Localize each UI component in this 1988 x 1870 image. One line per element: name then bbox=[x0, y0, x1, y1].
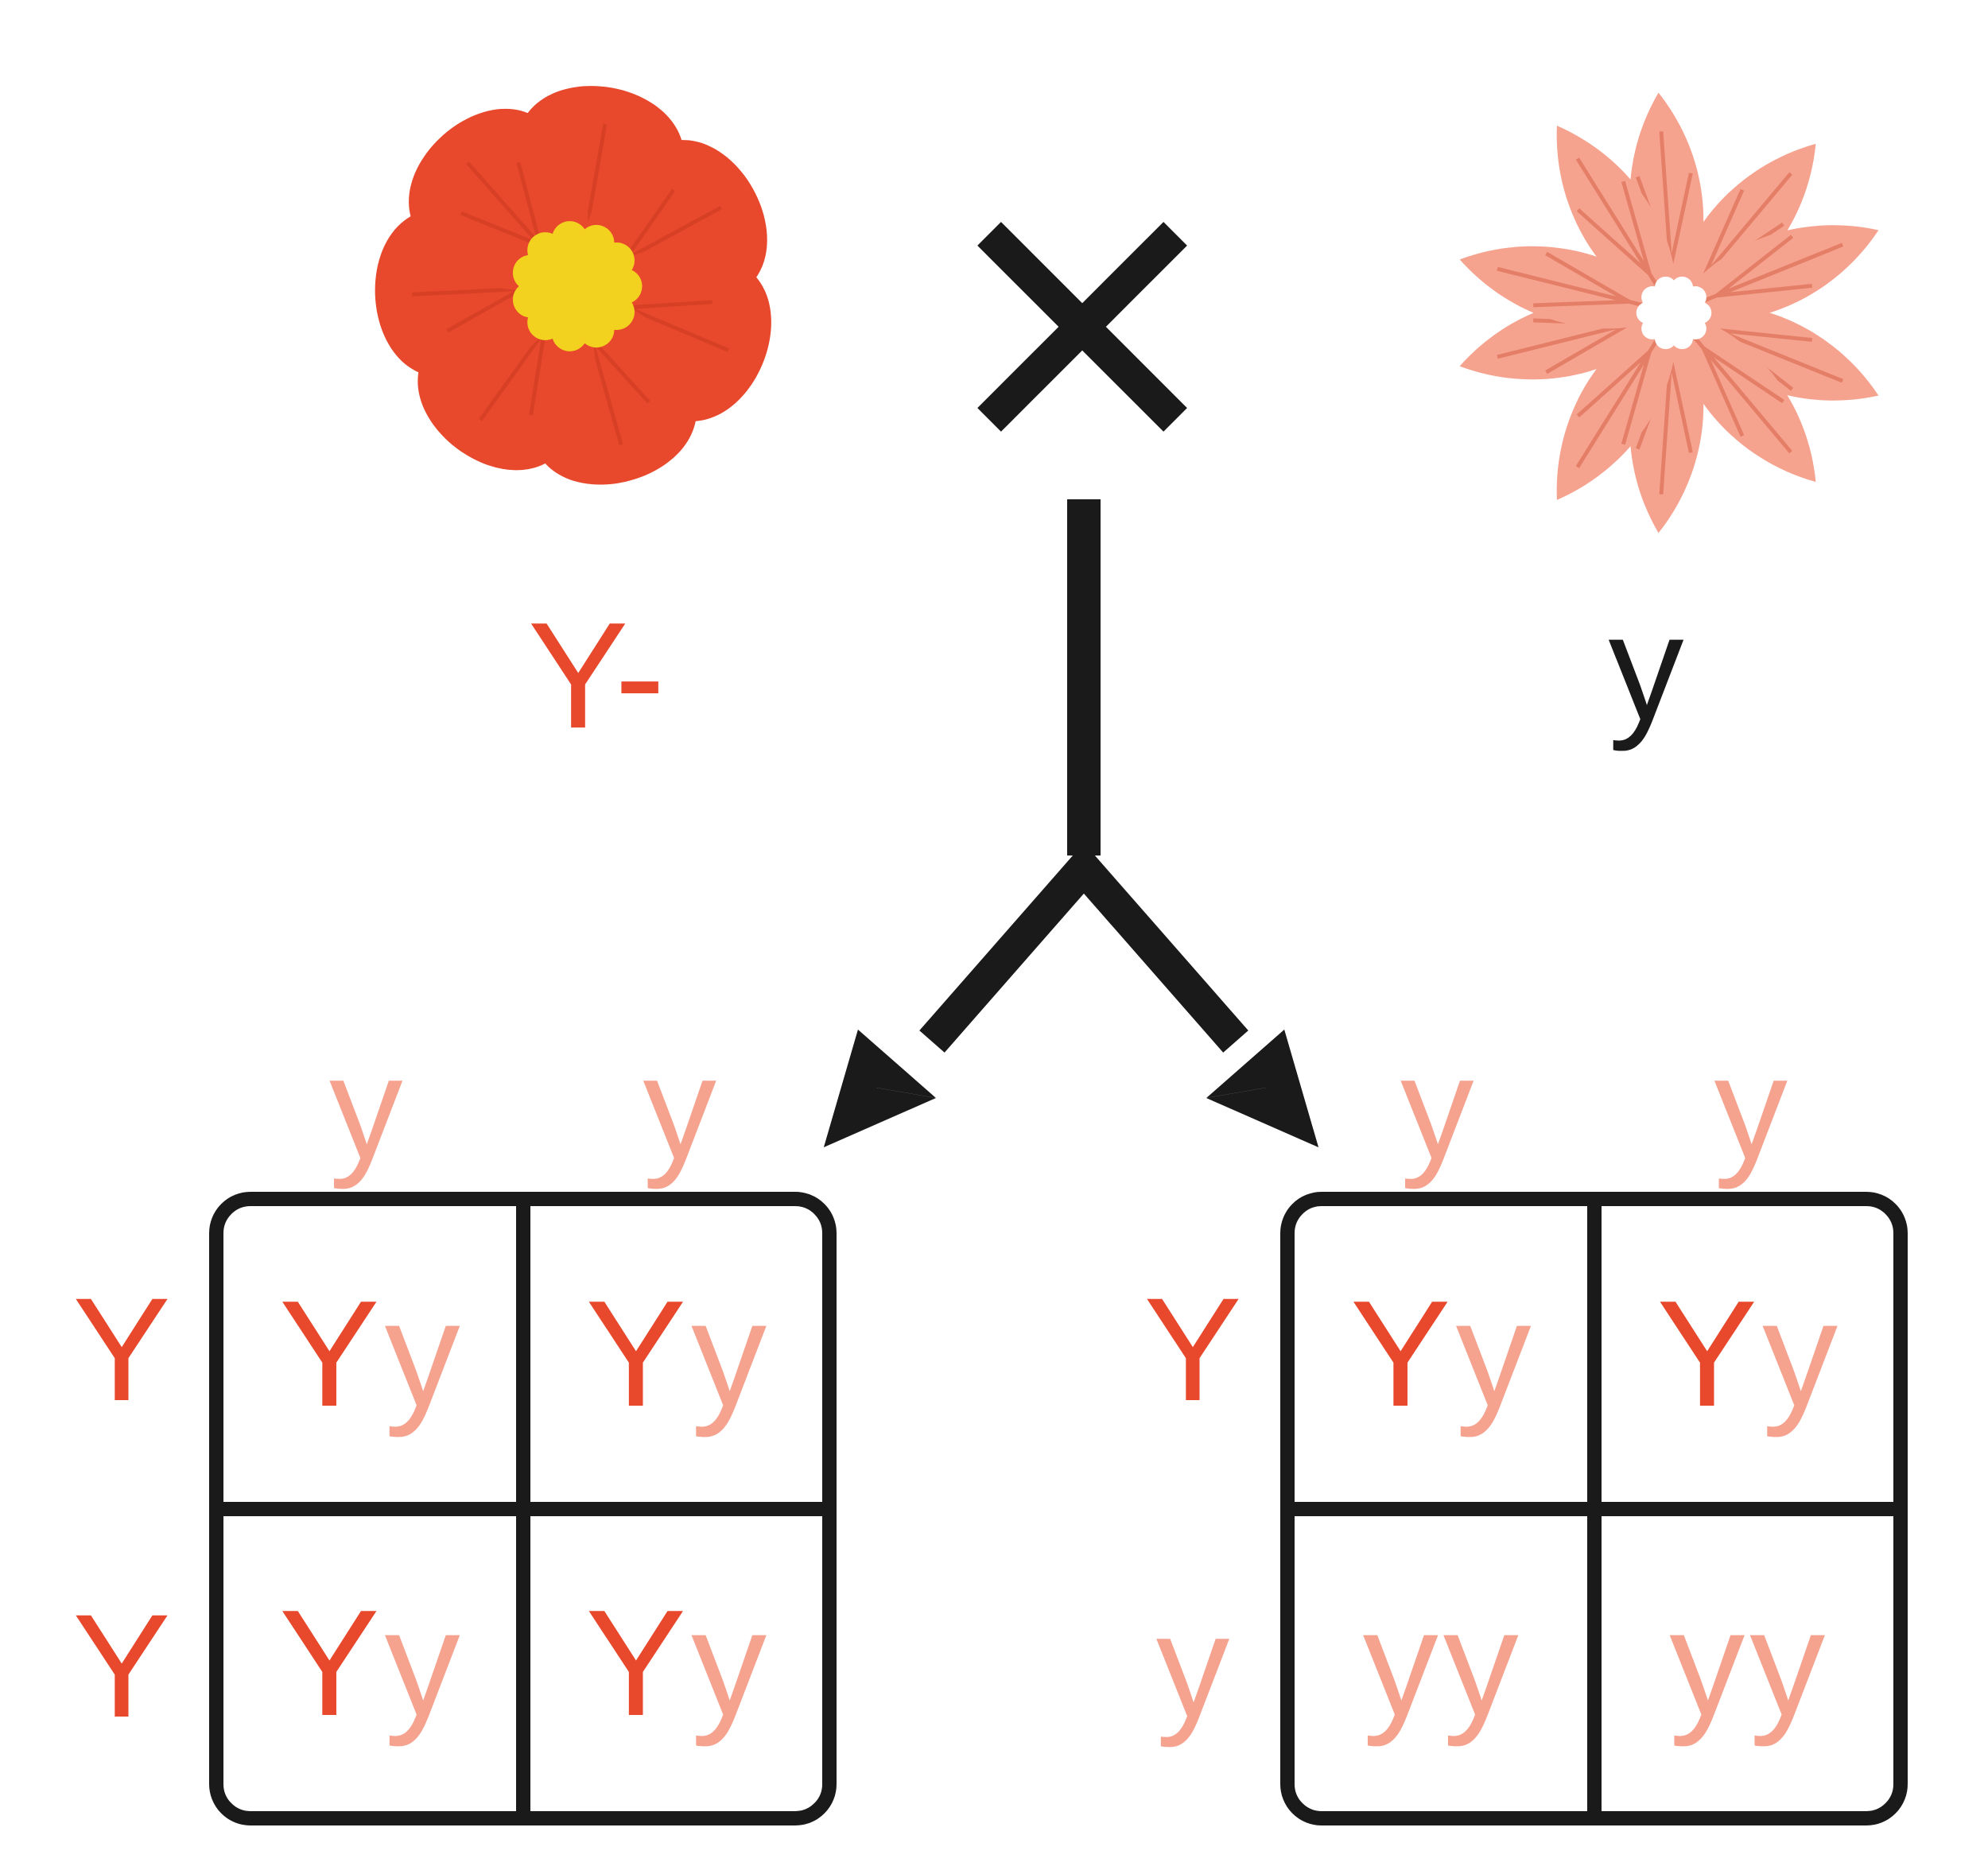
pink-flower-center bbox=[1636, 276, 1712, 350]
allele-letter: Y bbox=[278, 1269, 380, 1438]
red-flower bbox=[375, 86, 771, 485]
pink-flower bbox=[1459, 92, 1879, 533]
allele-letter: y bbox=[1749, 1579, 1826, 1748]
row-gamete-label: Y bbox=[72, 1267, 171, 1432]
allele-letter: y bbox=[384, 1269, 460, 1438]
red-flower-center bbox=[512, 221, 643, 351]
left-parent-genotype-label: Y- bbox=[527, 592, 666, 760]
allele-letter: Y bbox=[1349, 1269, 1451, 1438]
allele-letter: Y bbox=[585, 1269, 687, 1438]
column-gamete-label: y bbox=[1400, 1026, 1474, 1190]
allele-letter: y bbox=[1455, 1269, 1532, 1438]
column-gamete-label: y bbox=[329, 1026, 403, 1190]
allele-letter: y bbox=[1362, 1579, 1439, 1748]
row-gamete-label: y bbox=[1155, 1585, 1230, 1749]
pink-flower-petals bbox=[1459, 92, 1879, 533]
right-parent-genotype-label: y bbox=[1608, 584, 1684, 752]
allele-letter: Y bbox=[585, 1579, 687, 1748]
allele-letter: y bbox=[1762, 1269, 1839, 1438]
column-gamete-label: y bbox=[643, 1026, 717, 1190]
allele-letter: Y bbox=[1656, 1269, 1758, 1438]
allele-letter: y bbox=[1442, 1579, 1519, 1748]
allele-letter: y bbox=[691, 1269, 767, 1438]
row-gamete-label: Y bbox=[1143, 1267, 1242, 1432]
column-gamete-label: y bbox=[1714, 1026, 1788, 1190]
allele-letter: Y bbox=[278, 1579, 380, 1748]
row-gamete-label: Y bbox=[72, 1585, 171, 1749]
cross-icon bbox=[977, 222, 1187, 432]
allele-letter: y bbox=[691, 1579, 767, 1748]
forked-arrow bbox=[824, 499, 1318, 1147]
allele-letter: y bbox=[384, 1579, 460, 1748]
allele-letter: y bbox=[1669, 1579, 1745, 1748]
